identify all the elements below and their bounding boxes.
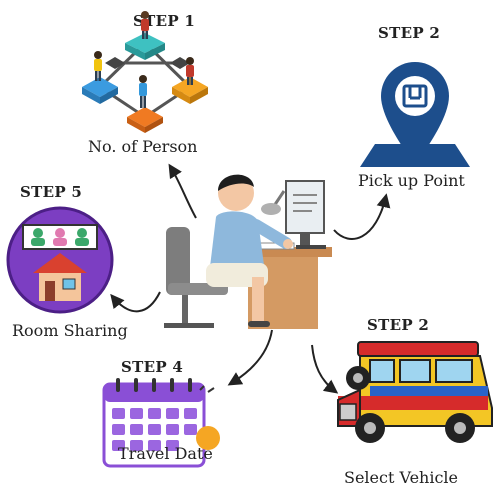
step-4-label: STEP 4 [121,358,184,376]
step-5-label: STEP 5 [20,183,83,201]
arrow-to-step-5 [110,291,161,313]
step-vehicle-caption: Select Vehicle [344,468,459,487]
arrow-to-vehicle [311,344,339,394]
step-1-caption: No. of Person [88,137,198,156]
person-at-desk-icon [164,174,332,329]
room-sharing-icon [6,206,114,314]
jeepney-icon [337,341,493,443]
step-4-caption: Travel Date [118,444,213,463]
calendar-icon [102,378,220,468]
people-network-icon [82,11,208,133]
location-pin-icon [360,62,470,167]
step-2-label: STEP 2 [378,24,441,42]
step-5-caption: Room Sharing [12,321,128,340]
step-2-caption: Pick up Point [358,171,465,190]
arrow-to-step-1 [168,163,197,219]
arrow-to-step-4 [227,329,273,386]
step-vehicle-label: STEP 2 [367,316,430,334]
arrow-to-step-2 [333,193,391,240]
